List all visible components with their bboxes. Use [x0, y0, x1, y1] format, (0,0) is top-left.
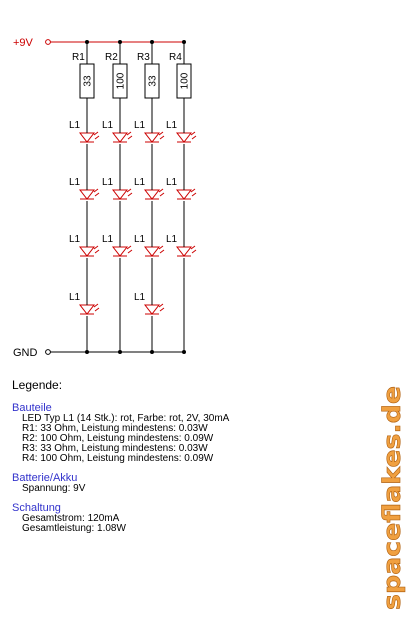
resistor-name: R4: [169, 52, 182, 63]
led-label: L1: [134, 177, 146, 188]
led-arrow: [126, 245, 132, 250]
led-label: L1: [102, 234, 114, 245]
led-arrow: [159, 135, 165, 140]
resistor-value: 33: [83, 75, 94, 87]
led-arrow: [94, 249, 100, 254]
led-arrow: [159, 249, 165, 254]
ground-terminal: [45, 349, 51, 355]
led-arrow: [159, 192, 165, 197]
led-icon: [111, 245, 133, 258]
legend-line: R4: 100 Ohm, Leistung mindestens: 0.09W: [22, 453, 214, 464]
resistor-name: R2: [105, 52, 118, 63]
led-arrow: [190, 245, 196, 250]
led-arrow: [191, 135, 197, 140]
led-icon: [78, 303, 100, 316]
led-arrow: [127, 192, 133, 197]
led-arrow: [158, 303, 164, 308]
resistor-value: 100: [180, 72, 191, 89]
led-icon: [175, 188, 197, 201]
led-arrow: [190, 188, 196, 193]
led-icon: [78, 188, 100, 201]
legend-line: R2: 100 Ohm, Leistung mindestens: 0.09W: [22, 433, 214, 444]
led-arrow: [191, 192, 197, 197]
led-icon: [78, 131, 100, 144]
led-arrow: [126, 188, 132, 193]
legend: Legende: Bauteile LED Typ L1 (14 Stk.): …: [12, 378, 352, 534]
led-arrow: [127, 249, 133, 254]
led-label: L1: [69, 234, 81, 245]
led-icon: [111, 131, 133, 144]
led-label: L1: [134, 292, 146, 303]
led-arrow: [93, 303, 99, 308]
resistor-r4: [176, 63, 192, 99]
led-icon: [143, 131, 165, 144]
led-icon: [143, 188, 165, 201]
led-icon: [175, 131, 197, 144]
led-arrow: [126, 131, 132, 136]
led-icon: [143, 303, 165, 316]
led-label: L1: [102, 120, 114, 131]
led-arrow: [158, 188, 164, 193]
legend-line: Gesamtstrom: 120mA: [22, 513, 120, 524]
section-title-bauteile: Bauteile: [12, 402, 52, 414]
legend-line: LED Typ L1 (14 Stk.): rot, Farbe: rot, 2…: [22, 413, 230, 424]
resistor-name: R3: [137, 52, 150, 63]
resistor-r3: [144, 63, 160, 99]
section-title-batterie: Batterie/Akku: [12, 472, 78, 484]
legend-line: Spannung: 9V: [22, 483, 86, 494]
resistor-r2: [112, 63, 128, 99]
led-arrow: [93, 245, 99, 250]
supply-label: +9V: [13, 37, 34, 49]
led-arrow: [191, 249, 197, 254]
led-label: L1: [69, 177, 81, 188]
legend-section-schaltung: Schaltung Gesamtstrom: 120mA Gesamtleist…: [12, 502, 352, 534]
legend-title: Legende:: [12, 378, 63, 392]
led-arrow: [93, 188, 99, 193]
led-arrow: [158, 245, 164, 250]
legend-section-bauteile: Bauteile LED Typ L1 (14 Stk.): rot, Farb…: [12, 402, 352, 464]
watermark-logo: spaceflakes.de: [378, 386, 407, 611]
watermark-text: spaceflakes.de: [378, 386, 406, 610]
circuit-diagram: +9VGNDR133L1L1L1L1R2100L1L1L1R333L1L1L1L…: [13, 37, 197, 359]
resistor-value: 33: [148, 75, 159, 87]
led-label: L1: [166, 120, 178, 131]
led-arrow: [93, 131, 99, 136]
led-label: L1: [69, 120, 81, 131]
led-label: L1: [166, 177, 178, 188]
legend-line: Gesamtleistung: 1.08W: [22, 523, 126, 534]
led-icon: [111, 188, 133, 201]
section-title-schaltung: Schaltung: [12, 502, 61, 514]
resistor-name: R1: [72, 52, 85, 63]
led-label: L1: [69, 292, 81, 303]
led-arrow: [94, 192, 100, 197]
led-arrow: [94, 135, 100, 140]
led-arrow: [190, 131, 196, 136]
led-label: L1: [102, 177, 114, 188]
led-arrow: [94, 307, 100, 312]
ground-label: GND: [13, 347, 38, 359]
resistor-value: 100: [116, 72, 127, 89]
legend-line: R1: 33 Ohm, Leistung mindestens: 0.03W: [22, 423, 208, 434]
led-icon: [78, 245, 100, 258]
led-icon: [175, 245, 197, 258]
led-arrow: [127, 135, 133, 140]
led-arrow: [159, 307, 165, 312]
led-arrow: [158, 131, 164, 136]
led-label: L1: [134, 120, 146, 131]
led-icon: [143, 245, 165, 258]
supply-terminal: [45, 39, 51, 45]
legend-line: R3: 33 Ohm, Leistung mindestens: 0.03W: [22, 443, 208, 454]
led-label: L1: [134, 234, 146, 245]
resistor-r1: [79, 63, 95, 99]
legend-section-batterie: Batterie/Akku Spannung: 9V: [12, 472, 352, 494]
led-label: L1: [166, 234, 178, 245]
